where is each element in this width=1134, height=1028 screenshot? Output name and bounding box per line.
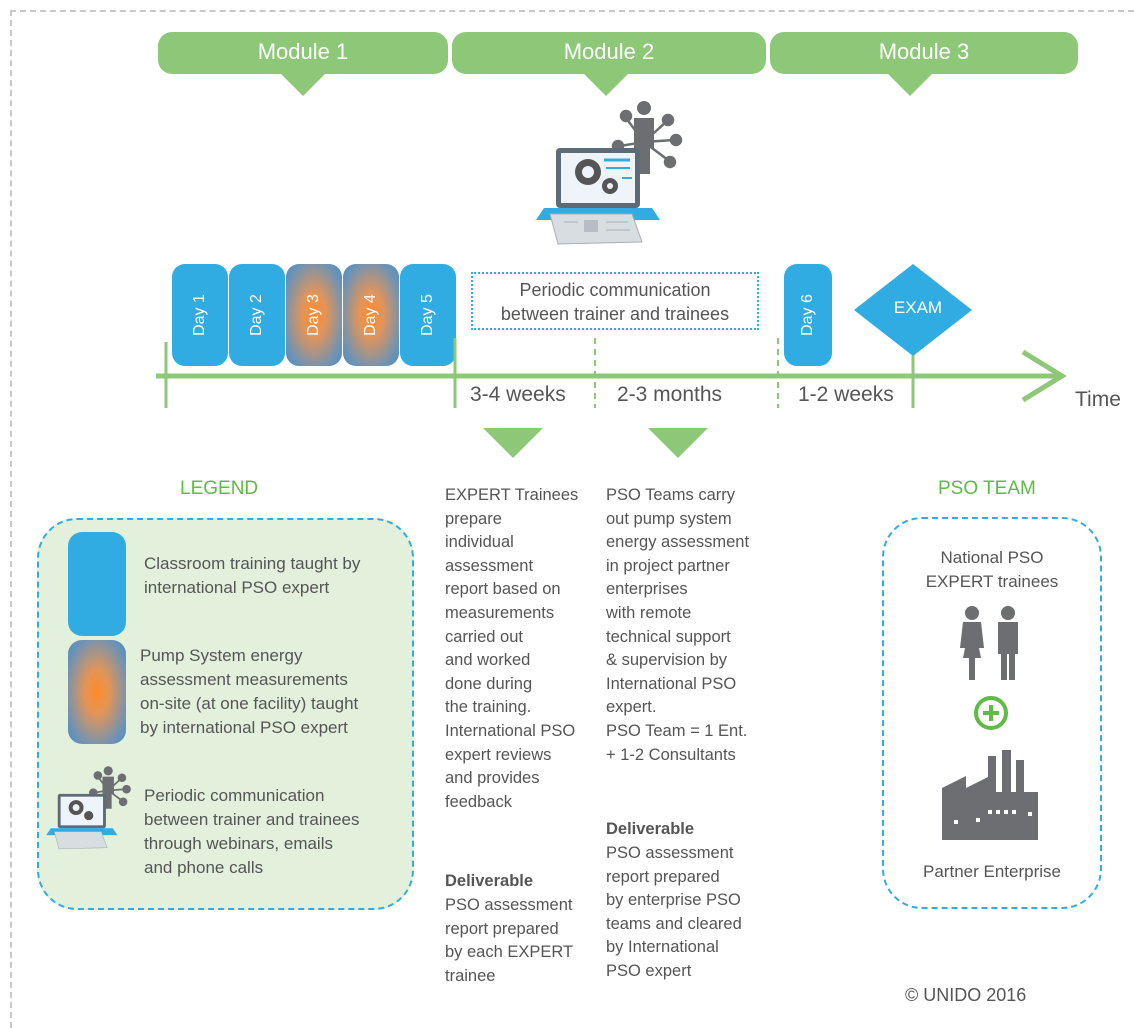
timeline xyxy=(156,264,1067,408)
legend-classroom-swatch xyxy=(68,532,126,636)
legend-item-onsite: Pump System energy assessment measuremen… xyxy=(140,644,358,740)
legend-item-communication: Periodic communication between trainer a… xyxy=(144,784,359,880)
module-1-banner: Module 1 xyxy=(158,32,448,74)
legend-item-1-line-2: international PSO expert xyxy=(144,578,330,597)
day-3-block: Day 3 xyxy=(286,264,342,366)
legend-item-3-line-4: and phone calls xyxy=(144,858,264,877)
module-2-banner: Module 2 xyxy=(452,32,766,74)
copyright-text: © UNIDO 2016 xyxy=(905,985,1027,1005)
legend-item-classroom: Classroom training taught by internation… xyxy=(144,552,360,600)
periodic-line-1: Periodic communication xyxy=(519,280,711,300)
legend-onsite-swatch xyxy=(68,640,126,744)
day-2-block: Day 2 xyxy=(229,264,285,366)
exam-diamond xyxy=(854,264,972,356)
column-2-deliverable-label: Deliverable xyxy=(606,820,695,838)
legend-item-3-line-2: between trainer and trainees xyxy=(144,810,360,829)
legend-item-3-line-1: Periodic communication xyxy=(144,786,325,805)
legend-title: LEGEND xyxy=(180,478,259,499)
time-axis-label: Time xyxy=(1075,388,1121,411)
page-border-top xyxy=(10,10,1134,12)
module-1-arrow xyxy=(279,72,327,96)
pso-national-line-2: EXPERT trainees xyxy=(925,572,1059,591)
legend-item-2-line-3: on-site (at one facility) taught xyxy=(140,694,359,713)
plus-icon xyxy=(974,696,1008,730)
module-3-banner: Module 3 xyxy=(770,32,1078,74)
module-3-label: Module 3 xyxy=(878,39,970,64)
day-4-block: Day 4 xyxy=(343,264,399,366)
day-1-block: Day 1 xyxy=(172,264,228,366)
duration-2-3-months: 2-3 months xyxy=(617,383,723,406)
duration-1-2-weeks: 1-2 weeks xyxy=(798,383,894,406)
column-1-description: EXPERT Trainees prepare individual asses… xyxy=(445,486,579,811)
periodic-line-2: between trainer and trainees xyxy=(500,304,730,324)
pso-team-title: PSO TEAM xyxy=(938,478,1036,499)
day-5-block: Day 5 xyxy=(400,264,456,366)
legend-item-1-line-1: Classroom training taught by xyxy=(144,554,361,573)
column-2-description: PSO Teams carry out pump system energy a… xyxy=(606,486,750,764)
column-1-deliverable-text: PSO assessment report prepared by each E… xyxy=(445,896,574,985)
legend-laptop-network-icon xyxy=(46,766,131,850)
timeline-arrowhead xyxy=(1021,349,1067,403)
legend-item-3-line-3: through webinars, emails xyxy=(144,834,333,853)
periodic-communication-box: Periodic communication between trainer a… xyxy=(471,272,759,330)
laptop-network-icon xyxy=(536,101,683,245)
legend-item-2-line-2: assessment measurements xyxy=(140,670,348,689)
pso-partner-label: Partner Enterprise xyxy=(923,862,1061,881)
module-3-arrow xyxy=(886,72,934,96)
day-6-block: Day 6 xyxy=(784,264,832,366)
exam-label: EXAM xyxy=(893,298,943,317)
module-1-label: Module 1 xyxy=(257,39,349,64)
factory-icon xyxy=(942,750,1038,840)
legend-item-2-line-1: Pump System energy xyxy=(140,646,303,665)
module-2-arrow xyxy=(582,72,630,96)
page-border-left xyxy=(10,10,12,1028)
people-icon xyxy=(960,606,1018,680)
column-2-arrow xyxy=(648,428,708,458)
column-1-deliverable-label: Deliverable xyxy=(445,872,534,890)
duration-3-4-weeks: 3-4 weeks xyxy=(470,383,566,406)
column-2-deliverable-text: PSO assessment report prepared by enterp… xyxy=(606,844,742,980)
pso-national-line-1: National PSO xyxy=(940,548,1044,567)
column-1-arrow xyxy=(483,428,543,458)
legend-item-2-line-4: by international PSO expert xyxy=(140,718,348,737)
pso-national-label: National PSO EXPERT trainees xyxy=(902,546,1082,594)
module-2-label: Module 2 xyxy=(563,39,655,64)
pso-team-box xyxy=(882,517,1102,909)
